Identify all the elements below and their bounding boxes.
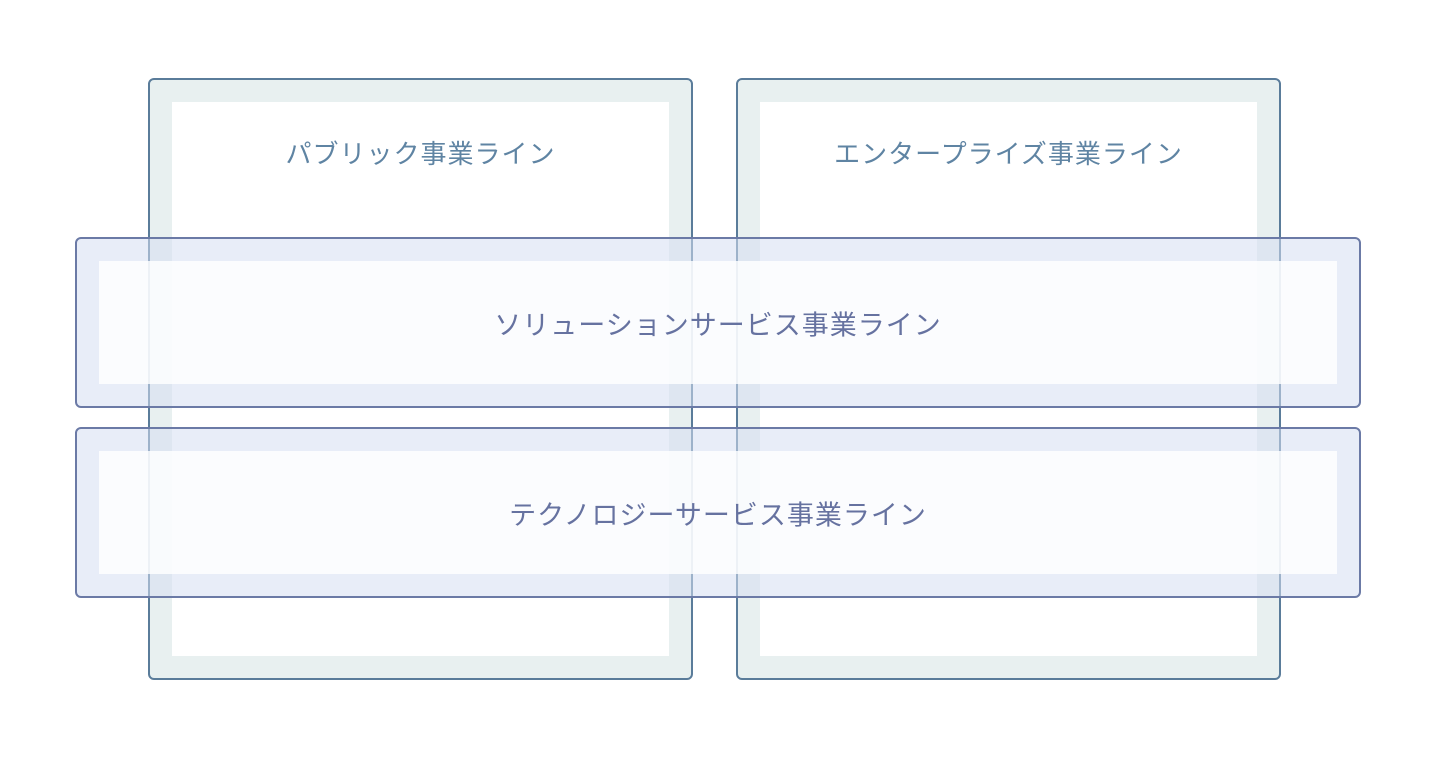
band-technology-inner	[99, 451, 1337, 574]
column-enterprise-label: エンタープライズ事業ライン	[834, 140, 1183, 170]
band-technology-label: テクノロジーサービス事業ライン	[509, 500, 927, 531]
band-solution-inner	[99, 261, 1337, 384]
band-solution-service-business-line: ソリューションサービス事業ライン	[75, 237, 1361, 408]
band-technology-service-business-line: テクノロジーサービス事業ライン	[75, 427, 1361, 598]
band-solution-label: ソリューションサービス事業ライン	[494, 310, 942, 341]
column-public-label: パブリック事業ライン	[285, 140, 556, 170]
